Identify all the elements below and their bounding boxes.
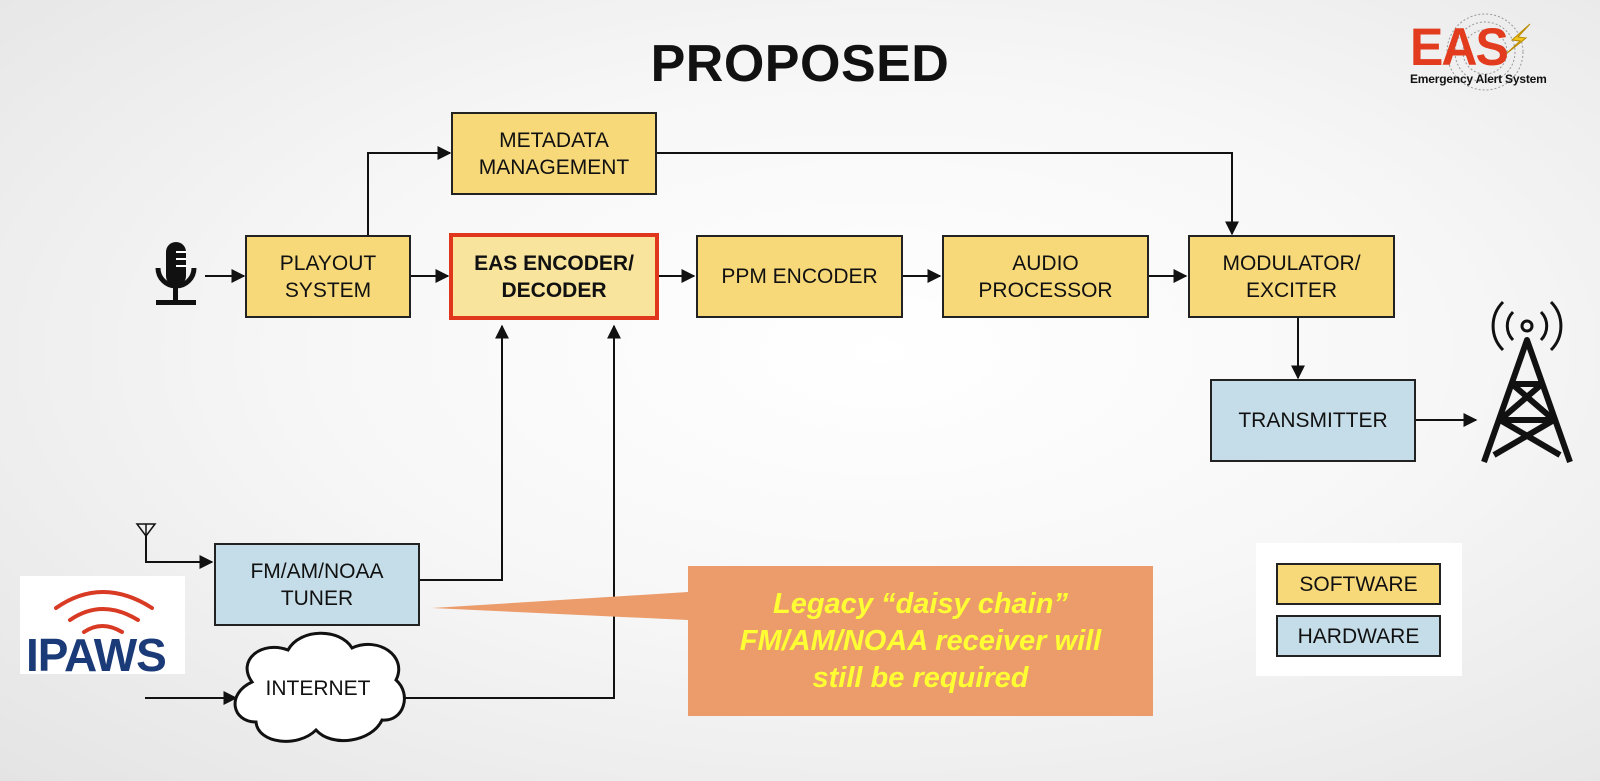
- legend-hardware: HARDWARE: [1276, 615, 1441, 657]
- page-title: PROPOSED: [650, 35, 950, 93]
- callout-shape: [432, 566, 1153, 716]
- audio-processor-block: AUDIO PROCESSOR: [942, 235, 1149, 318]
- internet-block: INTERNET: [265, 677, 371, 700]
- callout-note: Legacy “daisy chain” FM/AM/NOAA receiver…: [739, 587, 1102, 694]
- ppm-encoder-block: PPM ENCODER: [696, 235, 903, 318]
- lightning-icon: [1505, 23, 1531, 55]
- eas-logo: EAS Emergency Alert System: [1400, 10, 1565, 95]
- eas-logo-letters: EAS: [1410, 17, 1509, 77]
- arrow-playout-to-metadata: [367, 146, 452, 236]
- fm-am-noaa-tuner-block: FM/AM/NOAA TUNER: [214, 543, 420, 626]
- ipaws-logo: IPAWS: [20, 576, 185, 681]
- playout-system-block: PLAYOUT SYSTEM: [245, 235, 411, 318]
- antenna-icon: [135, 523, 157, 538]
- transmitter-block: TRANSMITTER: [1210, 379, 1416, 462]
- microphone-icon: [155, 242, 197, 305]
- arrow-tuner-to-eas: [420, 324, 509, 581]
- modulator-exciter-block: MODULATOR/ EXCITER: [1188, 235, 1395, 318]
- cloud-shape: [233, 631, 406, 743]
- ipaws-logo-text: IPAWS: [26, 629, 167, 681]
- broadcast-tower-icon: [1481, 300, 1573, 463]
- eas-logo-subtitle: Emergency Alert System: [1410, 72, 1547, 86]
- arrow-metadata-to-modulator: [656, 152, 1239, 236]
- arrow-internet-to-eas: [402, 324, 621, 699]
- eas-encoder-decoder-block: EAS ENCODER/ DECODER: [449, 233, 659, 320]
- metadata-management-block: METADATA MANAGEMENT: [451, 112, 657, 195]
- arrow-antenna-to-tuner: [145, 536, 214, 569]
- legend-software: SOFTWARE: [1276, 563, 1441, 605]
- signal-waves-icon: [54, 590, 154, 634]
- legend: SOFTWARE HARDWARE: [1256, 543, 1462, 676]
- target-rings-icon: [1446, 13, 1531, 91]
